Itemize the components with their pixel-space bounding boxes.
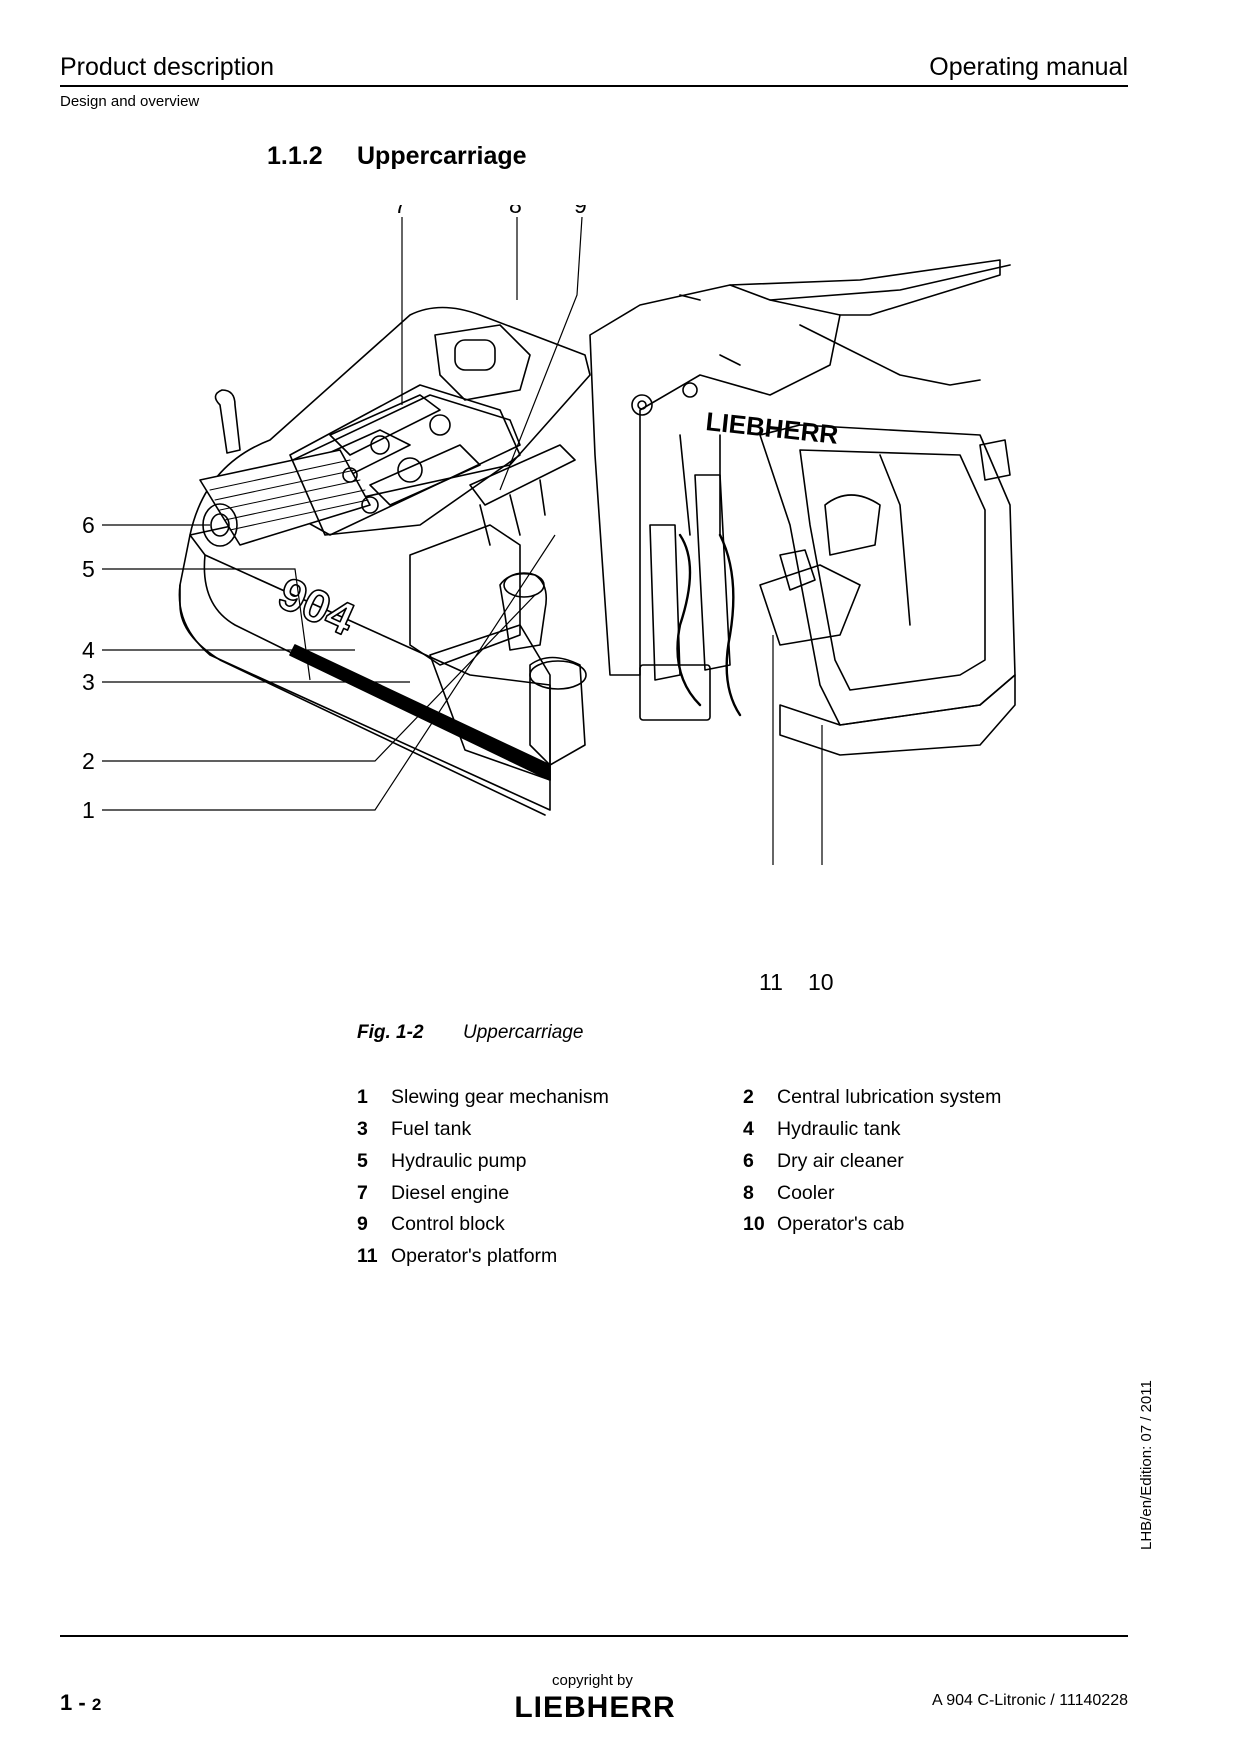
callout-7: 7 — [394, 205, 407, 218]
legend-number: 3 — [357, 1118, 368, 1140]
boom-cylinder — [649, 524, 681, 681]
slewing-gear — [529, 656, 586, 766]
legend-number: 5 — [357, 1150, 368, 1172]
exhaust-pipe — [214, 389, 241, 454]
page-number-chapter: 1 - — [60, 1690, 86, 1715]
legend-number: 4 — [743, 1118, 754, 1140]
legend-number: 7 — [357, 1182, 368, 1204]
legend-text: Slewing gear mechanism — [391, 1086, 609, 1108]
figure-caption: Uppercarriage — [463, 1022, 584, 1043]
callout-5: 5 — [82, 556, 95, 582]
callout-11: 11 — [759, 969, 783, 995]
legend-text: Cooler — [777, 1182, 835, 1204]
legend-text: Control block — [391, 1213, 505, 1235]
legend-text: Hydraulic tank — [777, 1118, 901, 1140]
leader-line-2 — [102, 594, 536, 762]
section-number: 1.1.2 — [267, 142, 323, 170]
legend-number: 6 — [743, 1150, 754, 1172]
legend-number: 11 — [357, 1245, 378, 1267]
header-subtitle: Design and overview — [60, 93, 200, 110]
legend-text: Diesel engine — [391, 1182, 510, 1204]
page-number-page: 2 — [91, 1695, 102, 1714]
page-number: 1 - 2 — [60, 1690, 101, 1716]
control-block — [469, 444, 576, 506]
header-document-title: Operating manual — [929, 53, 1128, 81]
callout-4: 4 — [82, 637, 95, 663]
leader-line-5 — [102, 568, 311, 681]
uppercarriage-illustration: LIEBHERR 904 1 2 3 4 5 6 7 8 9 10 11 — [82, 205, 1016, 995]
edition-text: LHB/en/Edition: 07 / 2011 — [1138, 1380, 1155, 1550]
legend-number: 2 — [743, 1086, 754, 1108]
section-title: Uppercarriage — [357, 142, 527, 170]
document-number: A 904 C-Litronic / 11140228 — [932, 1692, 1128, 1709]
boom-brand-text: LIEBHERR — [704, 406, 840, 450]
callout-6: 6 — [82, 512, 95, 538]
legend-text: Hydraulic pump — [391, 1150, 527, 1172]
callout-3: 3 — [82, 669, 95, 695]
callout-1: 1 — [82, 797, 95, 823]
diesel-engine — [289, 384, 521, 536]
counterweight-body — [178, 534, 551, 811]
legend-text: Central lubrication system — [777, 1086, 1002, 1108]
legend-number: 10 — [743, 1213, 765, 1235]
operators-platform — [759, 564, 861, 646]
legend-text: Dry air cleaner — [777, 1150, 904, 1172]
liebherr-logo-text: LIEBHERR — [514, 1691, 675, 1724]
legend-text: Fuel tank — [391, 1118, 472, 1140]
counterweight-front — [179, 584, 546, 816]
boom-foot — [589, 284, 841, 676]
legend-number: 9 — [357, 1213, 368, 1235]
legend-number: 8 — [743, 1182, 754, 1204]
cooler — [434, 324, 531, 401]
figure-label: Fig. 1-2 — [357, 1022, 424, 1043]
legend-text: Operator's cab — [777, 1213, 905, 1235]
callout-8: 8 — [509, 205, 522, 218]
header-section-title: Product description — [60, 53, 275, 81]
model-badge-text: 904 — [271, 567, 363, 646]
engine-grille — [199, 449, 371, 546]
callout-10: 10 — [808, 969, 834, 995]
header-divider — [60, 85, 1128, 87]
footer-divider — [60, 1635, 1128, 1637]
callout-9: 9 — [574, 205, 587, 218]
hydraulic-tank — [409, 524, 521, 666]
lubrication-unit — [499, 572, 548, 651]
fuel-tank — [429, 624, 551, 781]
housing-outline — [189, 306, 591, 536]
legend-text: Operator's platform — [391, 1245, 558, 1267]
callout-2: 2 — [82, 748, 95, 774]
copyright-text: copyright by — [552, 1672, 633, 1689]
boom-arm — [729, 259, 1001, 316]
legend-number: 1 — [357, 1086, 368, 1108]
leader-line-1 — [102, 534, 556, 811]
liebherr-logo: LIEBHERR — [514, 1691, 675, 1724]
operators-cab — [759, 424, 1016, 726]
leader-line-9 — [499, 216, 583, 491]
